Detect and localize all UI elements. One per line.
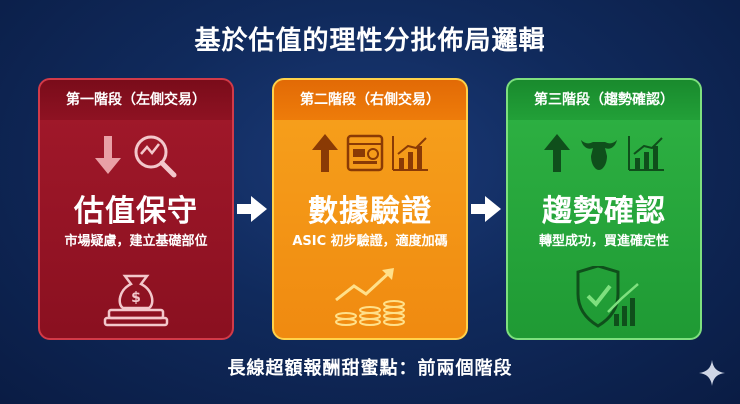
stage-card-3: 第三階段（趨勢確認） 趨勢確認 轉型成功，買進確定性 [506,78,702,340]
footer-caption: 長線超額報酬甜蜜點：前兩個階段 [227,358,513,379]
arrow-down-icon [95,136,122,174]
money-bag-icon: $ [103,274,169,327]
coin-stacks-growth-icon [335,268,405,326]
stage-1-subtitle: 市場疑慮，建立基礎部位 [64,234,208,249]
stage-3-heading: 趨勢確認 [542,194,666,229]
shield-check-growth-icon [576,266,639,328]
stage-card-2: 第二階段（右側交易） 數據驗證 ASIC 初步驗證，適度加碼 [272,78,468,340]
bull-icon [581,140,617,170]
dashboard-icon [346,134,384,172]
stage-1-heading: 估值保守 [74,194,198,229]
flow-arrow-1 [237,196,267,222]
stage-card-1: 第一階段（左側交易） 估值保守 市場疑慮，建立基礎部位 $ [38,78,234,340]
svg-text:$: $ [131,290,141,306]
flow-arrow-2 [471,196,501,222]
bar-chart-icon [392,136,429,171]
stage-2-heading: 數據驗證 [308,194,432,229]
bar-chart-icon [628,136,665,171]
stage-3-subtitle: 轉型成功，買進確定性 [538,234,669,249]
stage-1-header: 第一階段（左側交易） [40,80,232,120]
stage-2-header: 第二階段（右側交易） [274,80,466,120]
sparkle-icon [699,360,725,386]
arrow-up-icon [311,134,338,172]
arrow-up-icon [543,134,570,172]
magnifier-chart-icon [134,135,177,178]
stage-2-subtitle: ASIC 初步驗證，適度加碼 [292,234,448,249]
diagram-title: 基於估值的理性分批佈局邏輯 [194,26,546,56]
stage-3-header: 第三階段（趨勢確認） [508,80,700,120]
